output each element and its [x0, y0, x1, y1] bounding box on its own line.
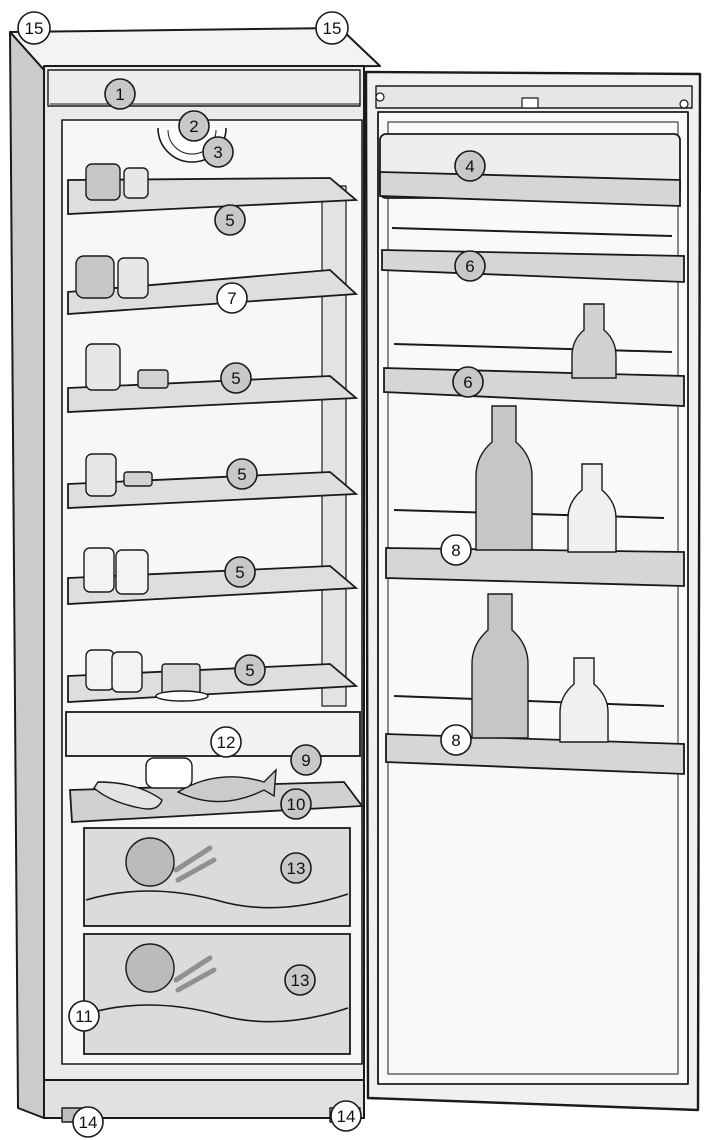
- jar: [75, 255, 115, 299]
- callout-11: 11: [68, 1000, 100, 1032]
- bottle: [559, 657, 609, 743]
- svg-text:9: 9: [301, 751, 310, 770]
- can: [123, 167, 149, 199]
- carrots: [173, 955, 217, 993]
- svg-text:8: 8: [451, 541, 460, 560]
- svg-text:14: 14: [79, 1113, 98, 1132]
- svg-text:13: 13: [287, 859, 306, 878]
- yogurt-cup: [115, 549, 149, 595]
- callout-8-1: 8: [440, 534, 472, 566]
- callout-6-2: 6: [452, 366, 484, 398]
- bottle: [571, 303, 617, 379]
- bottles: [471, 303, 617, 743]
- svg-text:10: 10: [287, 795, 306, 814]
- callout-13-2: 13: [284, 964, 316, 996]
- svg-text:5: 5: [235, 563, 244, 582]
- svg-text:5: 5: [245, 661, 254, 680]
- svg-text:13: 13: [291, 971, 310, 990]
- callout-5-3: 5: [226, 458, 258, 490]
- callout-13-1: 13: [280, 852, 312, 884]
- can: [85, 453, 117, 497]
- svg-text:7: 7: [227, 289, 236, 308]
- svg-text:2: 2: [189, 117, 198, 136]
- svg-text:5: 5: [237, 465, 246, 484]
- callout-9: 9: [290, 744, 322, 776]
- callout-14-left: 14: [72, 1106, 104, 1138]
- svg-text:15: 15: [323, 19, 342, 38]
- can: [117, 257, 149, 299]
- callout-6-1: 6: [454, 250, 486, 282]
- svg-text:4: 4: [465, 157, 474, 176]
- callout-12: 12: [210, 726, 242, 758]
- callout-7: 7: [216, 282, 248, 314]
- callout-3: 3: [202, 136, 234, 168]
- yogurt-cup: [85, 649, 115, 691]
- svg-text:12: 12: [217, 733, 236, 752]
- crisper-drawer-2: [83, 933, 351, 1055]
- bottle: [567, 463, 617, 553]
- svg-text:11: 11: [75, 1007, 93, 1026]
- bottle: [471, 593, 529, 739]
- vegetables: [93, 781, 163, 810]
- callout-15-left: 15: [17, 11, 51, 45]
- callout-1: 1: [104, 78, 136, 110]
- shelf-2: [67, 269, 359, 315]
- carrots: [173, 845, 217, 883]
- svg-text:5: 5: [225, 211, 234, 230]
- fish: [176, 768, 277, 803]
- door-bin-4: [379, 171, 681, 207]
- bottle: [475, 405, 533, 551]
- callout-10: 10: [280, 788, 312, 820]
- tin: [123, 471, 153, 487]
- crisper-drawer-1: [83, 827, 351, 927]
- callout-8-2: 8: [440, 724, 472, 756]
- yogurt-cup: [83, 547, 115, 593]
- svg-text:5: 5: [231, 369, 240, 388]
- callout-2: 2: [178, 110, 210, 142]
- svg-text:1: 1: [115, 85, 124, 104]
- svg-text:14: 14: [337, 1107, 356, 1126]
- svg-text:15: 15: [25, 19, 44, 38]
- cabinet-left-side: [9, 31, 45, 1119]
- tin: [137, 369, 169, 389]
- cake: [161, 663, 201, 695]
- can: [85, 343, 121, 391]
- callout-14-right: 14: [330, 1100, 362, 1132]
- callout-15-right: 15: [315, 11, 349, 45]
- shelf-rail: [321, 185, 347, 707]
- svg-text:6: 6: [463, 373, 472, 392]
- callout-5-4: 5: [224, 556, 256, 588]
- svg-text:8: 8: [451, 731, 460, 750]
- pot: [145, 757, 193, 789]
- callout-4: 4: [454, 150, 486, 182]
- control-panel: [47, 69, 361, 107]
- callout-5-2: 5: [220, 362, 252, 394]
- callout-5-1: 5: [214, 204, 246, 236]
- jar: [85, 163, 121, 201]
- svg-text:3: 3: [213, 143, 222, 162]
- yogurt-cup: [111, 651, 143, 693]
- shelf-items: [75, 163, 209, 702]
- cabbage: [125, 837, 175, 887]
- svg-text:6: 6: [465, 257, 474, 276]
- cabbage: [125, 943, 175, 993]
- callout-5-5: 5: [234, 654, 266, 686]
